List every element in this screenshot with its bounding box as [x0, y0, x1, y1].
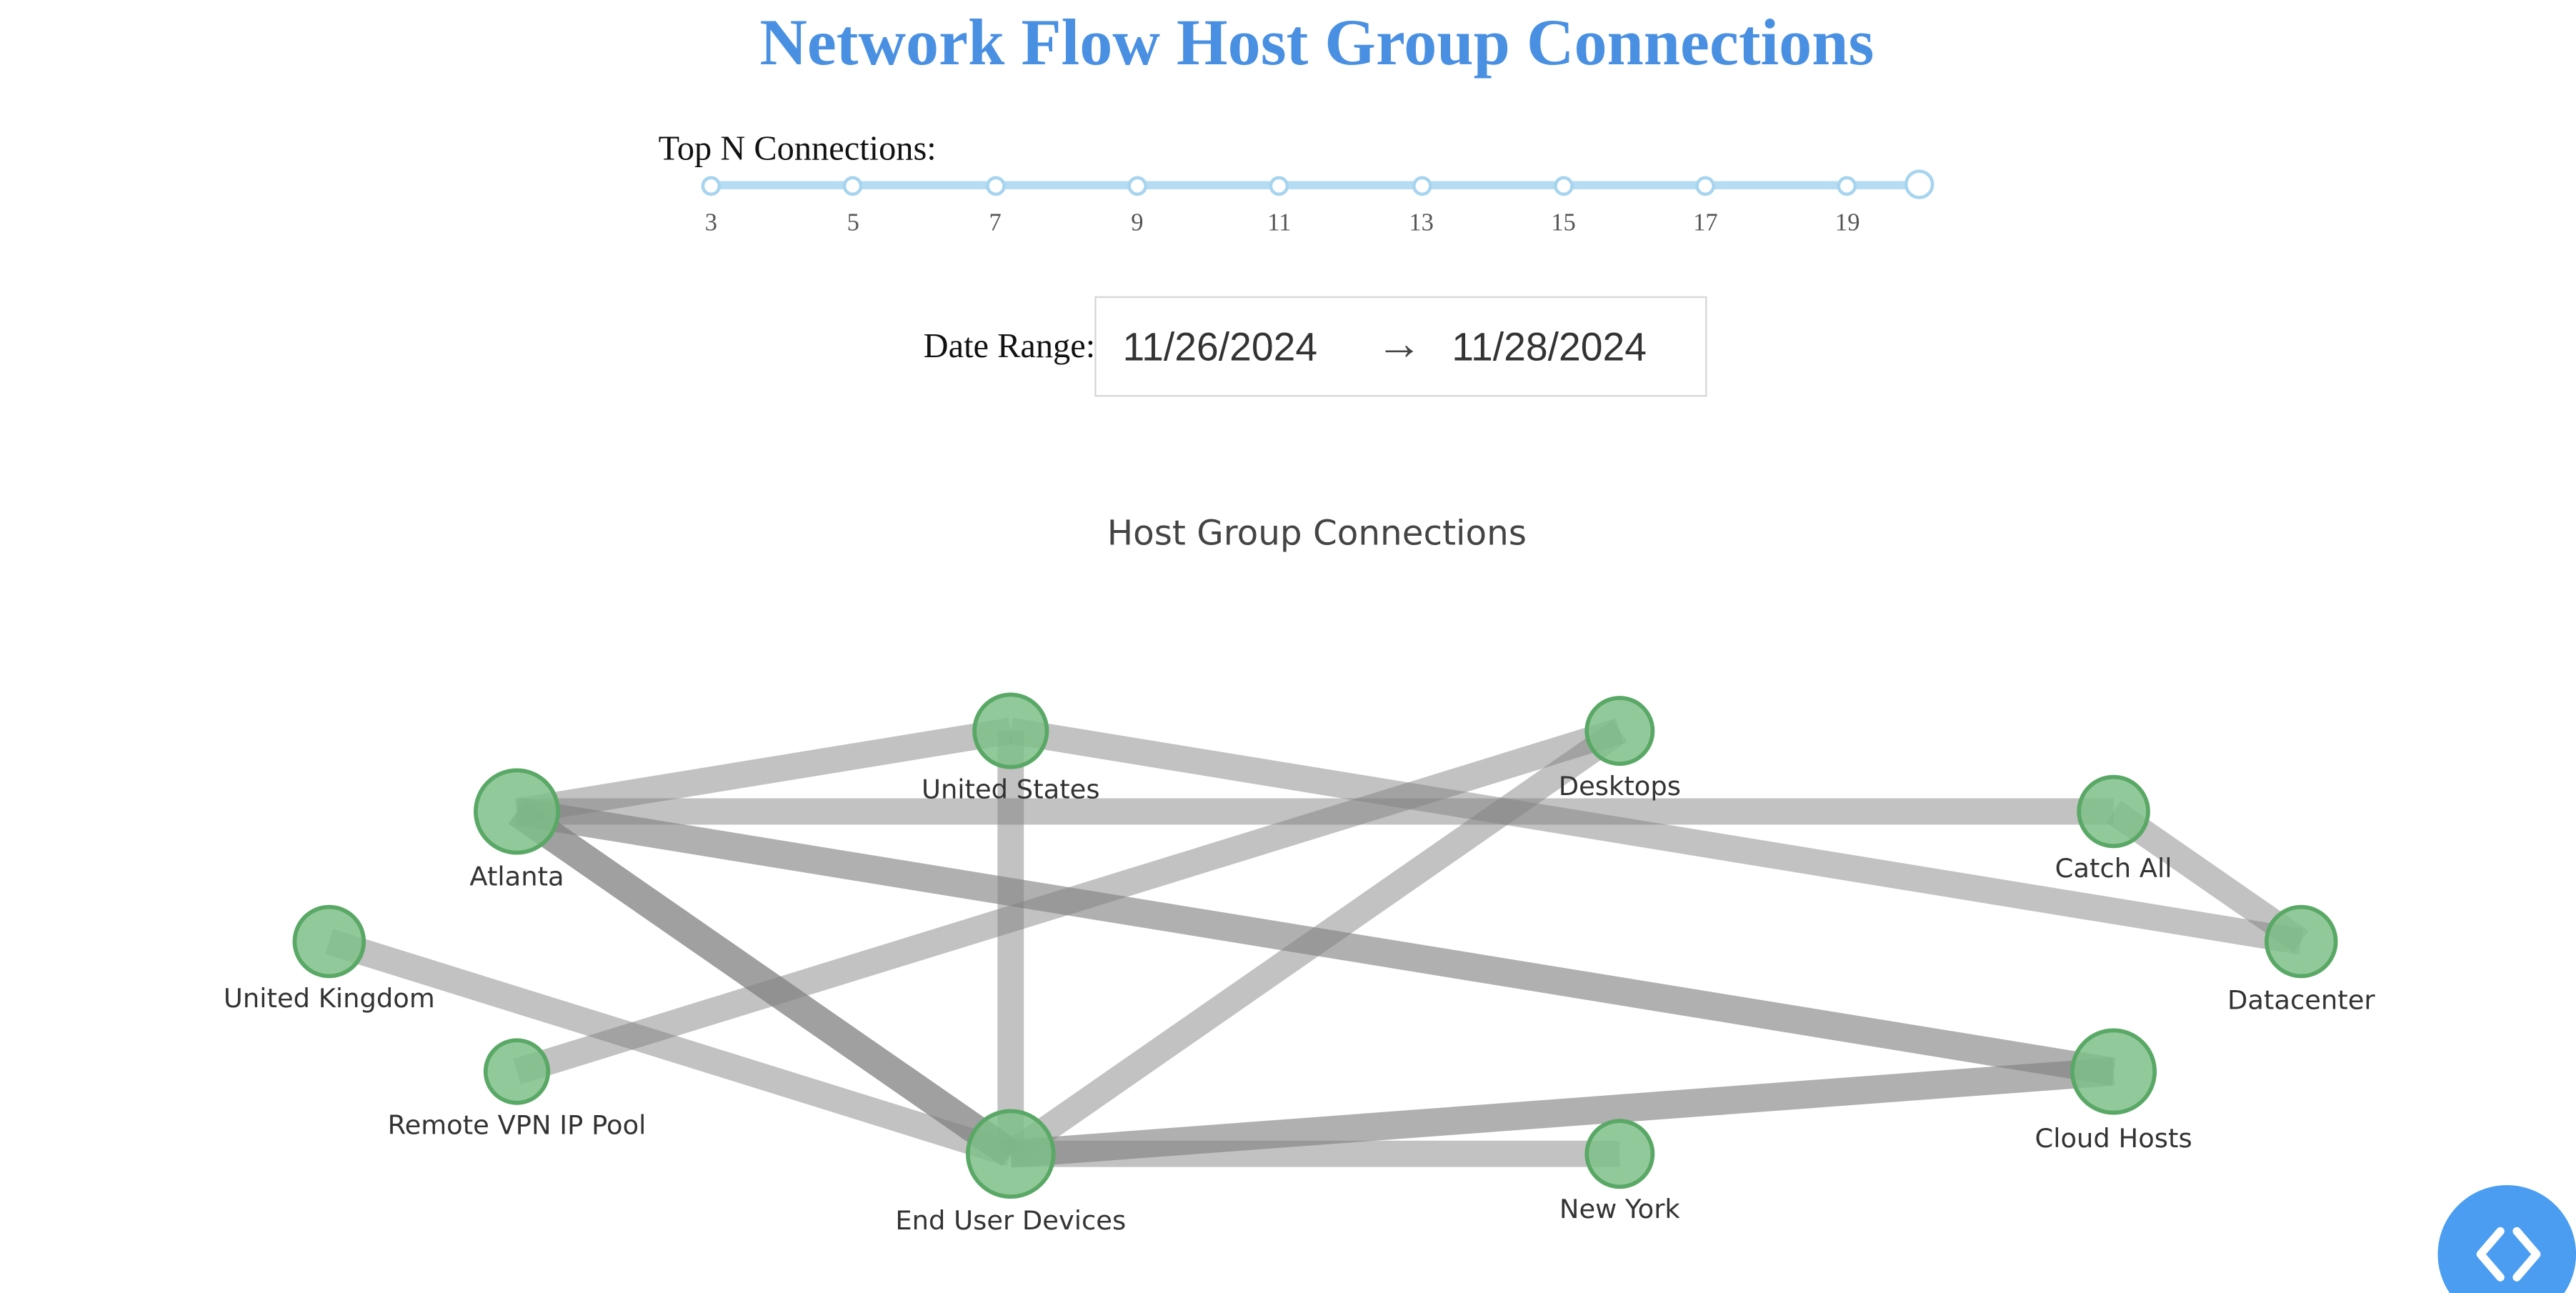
- node-circle[interactable]: [2077, 774, 2150, 849]
- slider-mark[interactable]: [1411, 176, 1432, 196]
- node-label: United Kingdom: [224, 983, 435, 1014]
- node-circle[interactable]: [2265, 904, 2338, 979]
- node-remote-vpn[interactable]: Remote VPN IP Pool: [388, 1038, 647, 1141]
- slider-rail[interactable]: [711, 181, 1922, 189]
- edge-desktops-remote-vpn: [513, 718, 1624, 1084]
- node-circle[interactable]: [965, 1109, 1056, 1199]
- slider-tick-label: 19: [1834, 210, 1860, 237]
- node-new-york[interactable]: New York: [1559, 1119, 1680, 1224]
- start-date-input[interactable]: 11/26/2024: [1122, 326, 1318, 371]
- page-title: Network Flow Host Group Connections: [759, 4, 1874, 79]
- slider-tick-label: 17: [1693, 210, 1718, 237]
- edge-catch-all-datacenter: [2106, 800, 2309, 953]
- node-desktops[interactable]: Desktops: [1559, 696, 1681, 802]
- node-label: United States: [922, 774, 1100, 805]
- node-label: Datacenter: [2227, 984, 2375, 1015]
- node-circle[interactable]: [1584, 1119, 1655, 1189]
- node-label: Desktops: [1559, 771, 1681, 802]
- node-end-user-devices[interactable]: End User Devices: [895, 1109, 1126, 1236]
- date-range-label: Date Range:: [923, 326, 1096, 366]
- slider-tick-label: 5: [847, 210, 859, 237]
- node-united-kingdom[interactable]: United Kingdom: [224, 904, 435, 1014]
- node-atlanta[interactable]: Atlanta: [469, 768, 564, 892]
- node-circle[interactable]: [474, 768, 561, 855]
- arrow-right-icon: →: [1376, 317, 1422, 369]
- slider-tick-label: 15: [1551, 210, 1576, 237]
- edge-atlanta-cloud-hosts: [514, 797, 2116, 1086]
- node-circle[interactable]: [292, 904, 366, 979]
- edge-united-kingdom-end-user-devices: [325, 929, 1015, 1167]
- slider-mark[interactable]: [701, 176, 722, 196]
- slider-mark[interactable]: [1695, 176, 1716, 196]
- node-circle[interactable]: [483, 1038, 551, 1105]
- edge-end-user-devices-cloud-hosts: [1009, 1057, 2115, 1168]
- edge-atlanta-end-user-devices: [508, 799, 1019, 1167]
- node-united-states[interactable]: United States: [922, 692, 1100, 805]
- slider-tick-label: 11: [1267, 210, 1292, 237]
- slider-tick-label: 3: [704, 210, 718, 237]
- node-cloud-hosts[interactable]: Cloud Hosts: [2035, 1028, 2192, 1154]
- node-catch-all[interactable]: Catch All: [2055, 774, 2172, 884]
- node-circle[interactable]: [2070, 1028, 2157, 1115]
- graph-title: Host Group Connections: [1107, 513, 1527, 554]
- slider-tick-label: 13: [1409, 210, 1434, 237]
- slider-mark[interactable]: [1837, 176, 1858, 196]
- node-circle[interactable]: [972, 692, 1049, 769]
- node-label: Remote VPN IP Pool: [388, 1110, 647, 1141]
- nav-toggle-button[interactable]: [2437, 1185, 2576, 1293]
- slider-mark[interactable]: [1553, 176, 1574, 196]
- node-label: New York: [1559, 1194, 1680, 1224]
- node-circle[interactable]: [1584, 696, 1655, 767]
- slider-mark[interactable]: [1127, 176, 1147, 196]
- node-datacenter[interactable]: Datacenter: [2227, 904, 2375, 1016]
- node-label: Catch All: [2055, 853, 2172, 884]
- end-date-input[interactable]: 11/28/2024: [1452, 326, 1647, 371]
- slider-mark[interactable]: [1269, 176, 1289, 196]
- node-label: Cloud Hosts: [2035, 1123, 2192, 1154]
- edge-atlanta-united-states: [514, 717, 1013, 825]
- code-brackets-icon: [2476, 1227, 2541, 1282]
- slider-mark[interactable]: [985, 176, 1005, 196]
- edge-united-states-datacenter: [1008, 717, 2304, 955]
- slider-handle[interactable]: [1904, 169, 1935, 199]
- edge-desktops-end-user-devices: [1003, 719, 1627, 1165]
- slider-tick-label: 7: [989, 210, 1002, 237]
- slider-tick-label: 9: [1131, 210, 1144, 237]
- slider-label: Top N Connections:: [658, 128, 937, 169]
- slider-mark[interactable]: [843, 176, 864, 196]
- node-label: End User Devices: [895, 1205, 1126, 1236]
- date-range-picker[interactable]: 11/26/2024 → 11/28/2024: [1094, 296, 1707, 397]
- node-label: Atlanta: [469, 862, 564, 892]
